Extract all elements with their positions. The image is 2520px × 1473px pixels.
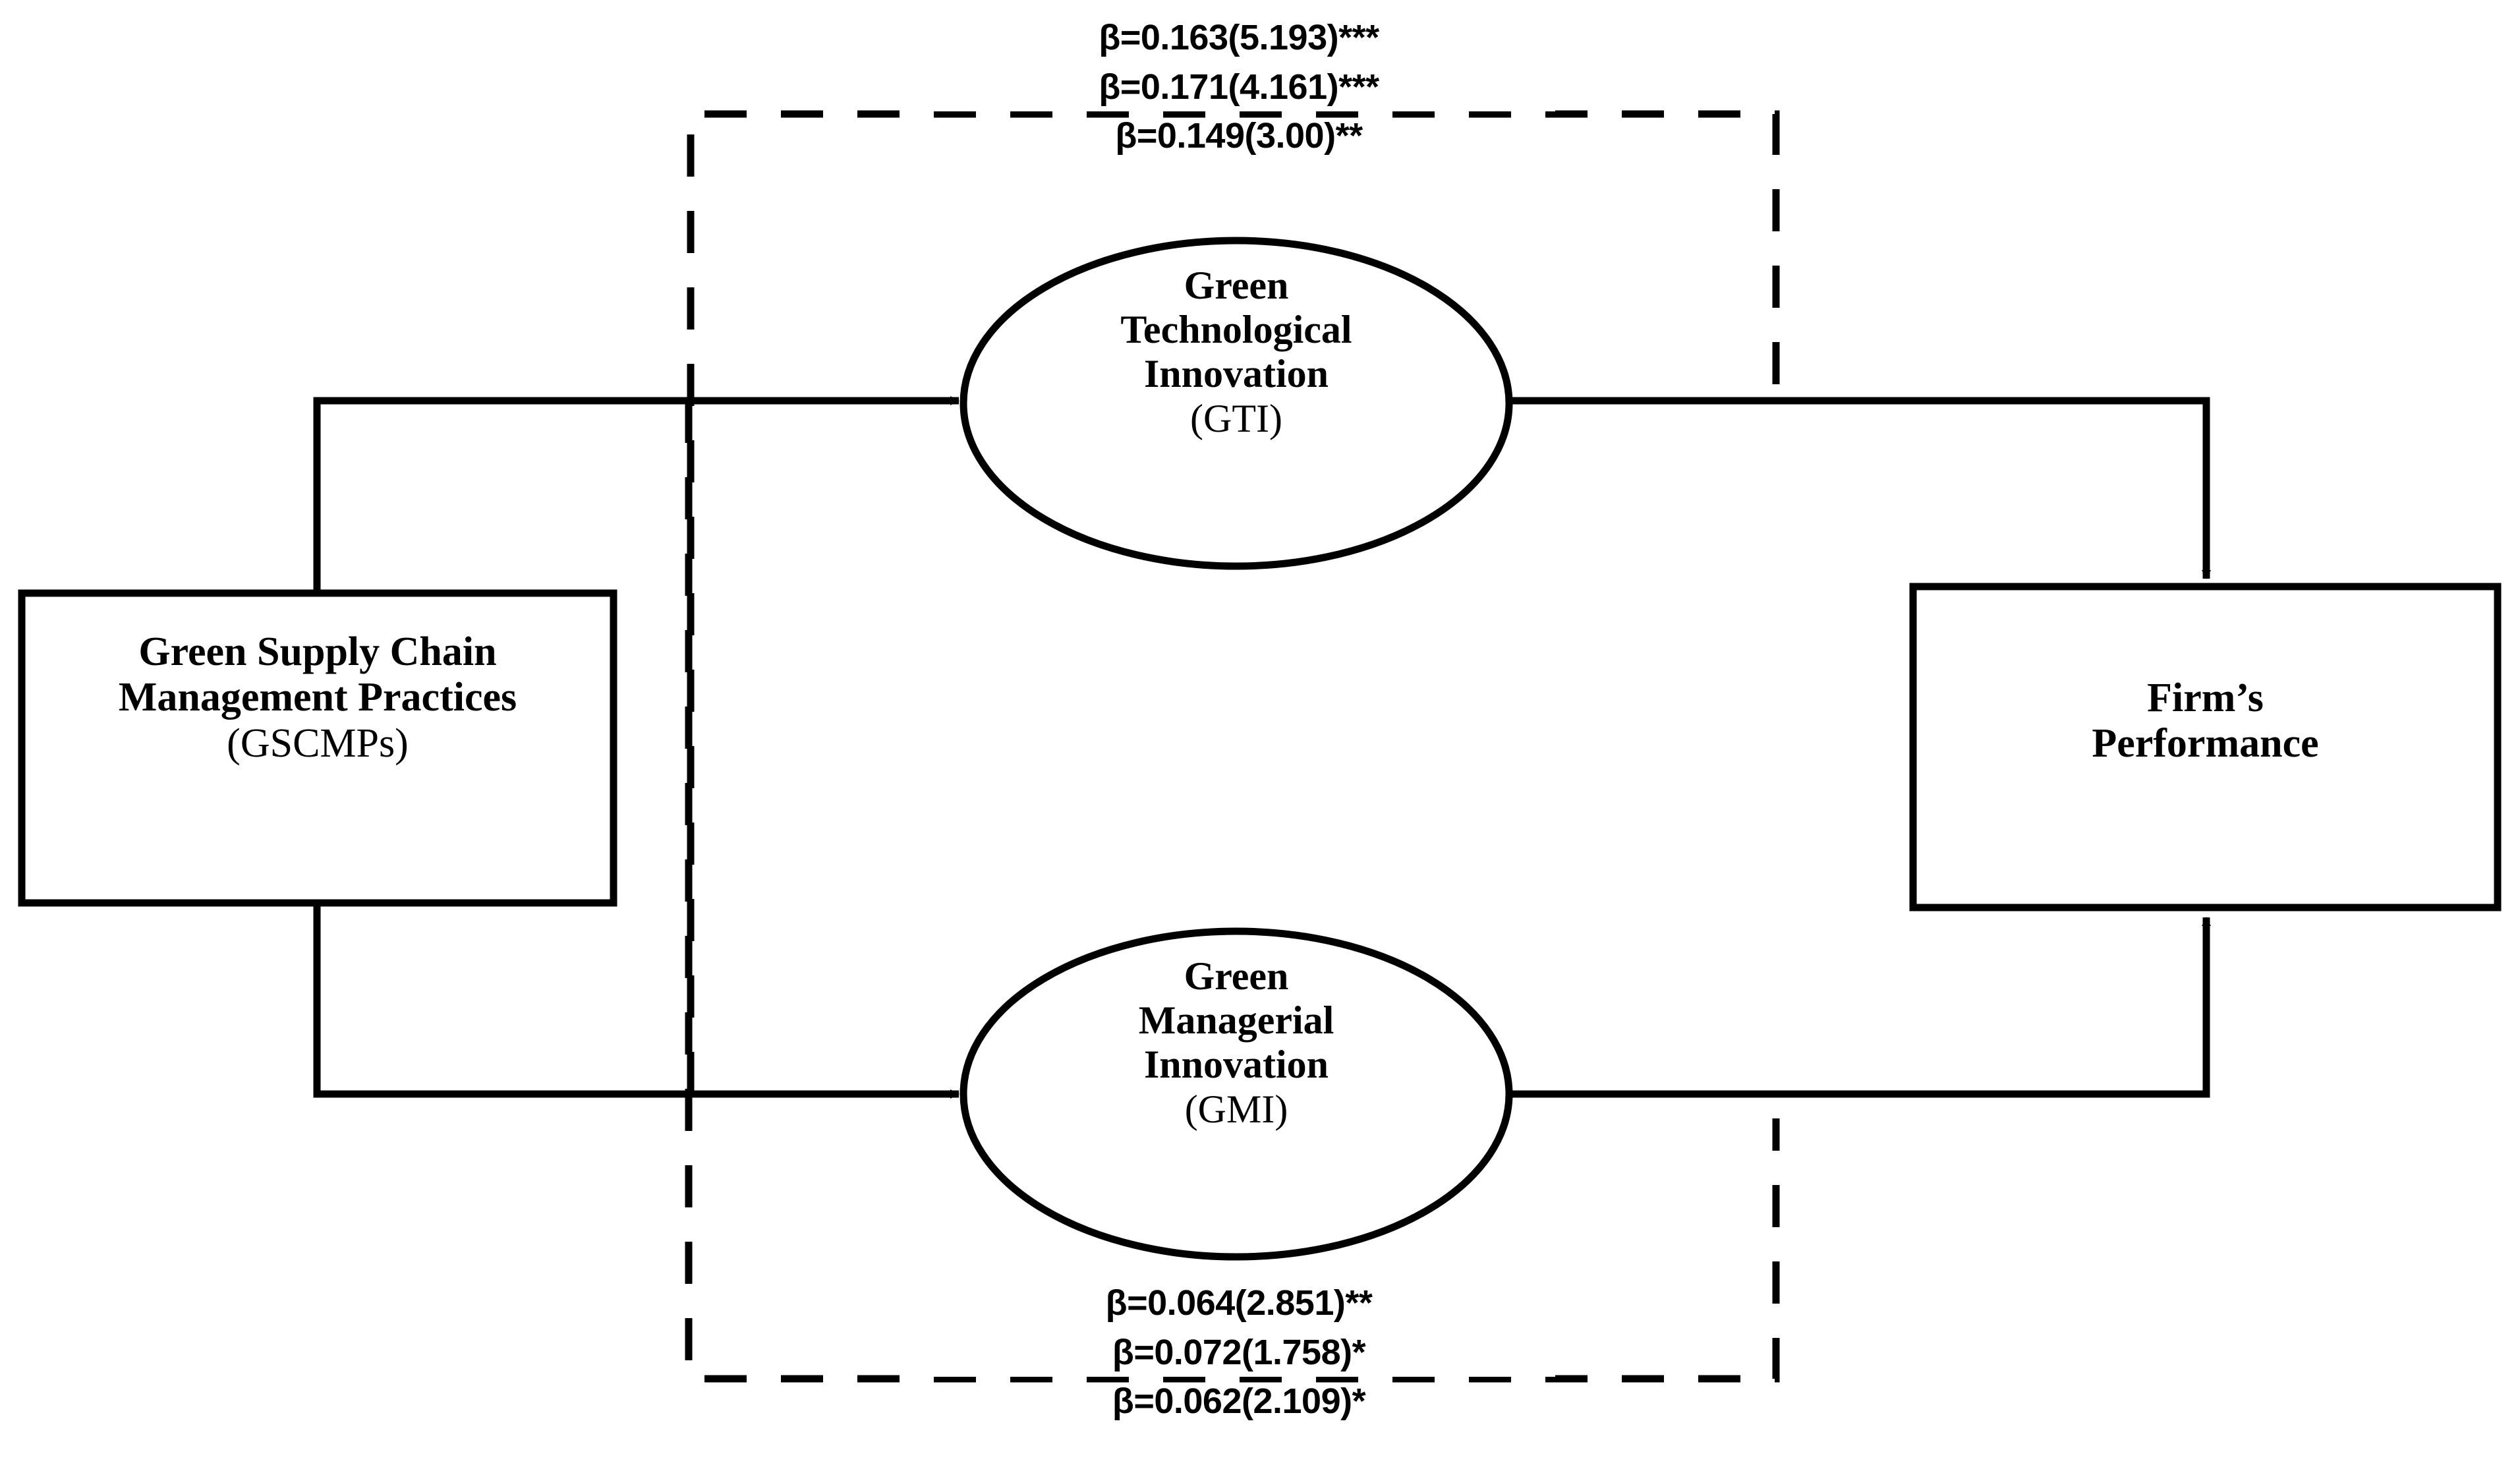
top-indirect-line-2: β=0.171(4.161)*** (923, 62, 1555, 112)
edge-gti-to-firm-performance (1511, 397, 2211, 579)
node-firm-performance-shape (1909, 583, 2502, 911)
path-label-bottom-indirect: β=0.064(2.851)** β=0.072(1.758)* β=0.062… (923, 1279, 1555, 1426)
edge-gscmps-to-gmi (313, 903, 959, 1099)
top-indirect-line-1: β=0.163(5.193)*** (1099, 18, 1379, 57)
edge-gmi-to-firm-performance (1511, 917, 2211, 1098)
bottom-indirect-line-1: β=0.064(2.851)** (1105, 1283, 1373, 1323)
edge-gscmps-to-gti (313, 396, 959, 593)
top-indirect-line-3: β=0.149(3.00)** (1115, 116, 1363, 156)
node-gmi-shape (959, 927, 1513, 1261)
bottom-indirect-line-2: β=0.072(1.758)* (923, 1327, 1555, 1377)
edge-gscmps-to-firm-performance-bottom-dashed (685, 401, 1780, 1383)
node-gscmps-shape (18, 589, 617, 907)
bottom-indirect-line-3: β=0.062(2.109)* (1112, 1381, 1366, 1422)
path-label-top-indirect: β=0.163(5.193)*** β=0.171(4.161)*** β=0.… (923, 13, 1555, 161)
edge-gscmps-to-firm-performance-top-dashed (687, 110, 1780, 1094)
node-gti-shape (959, 237, 1513, 570)
